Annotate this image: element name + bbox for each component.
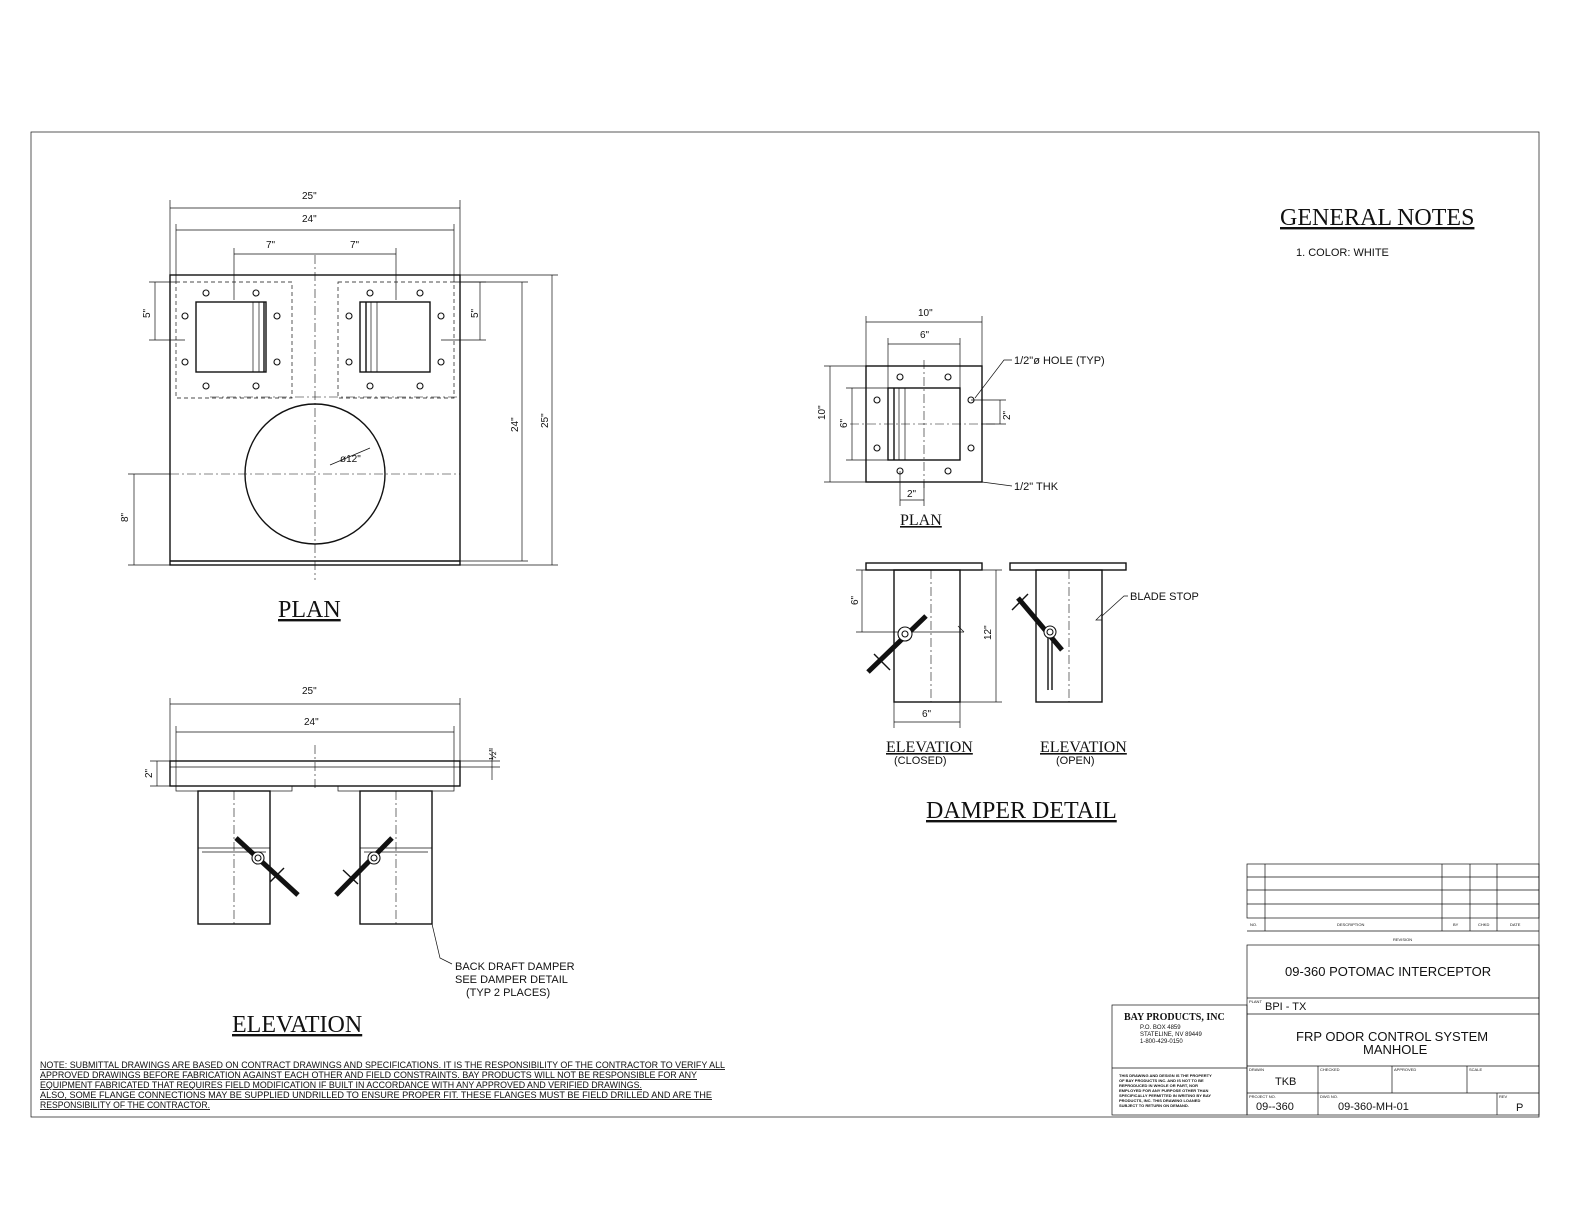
damper-closed-title: ELEVATION bbox=[886, 739, 973, 756]
submittal-note-line-3: EQUIPMENT FABRICATED THAT REQUIRES FIELD… bbox=[40, 1080, 642, 1090]
proprietary-line-5: SPECIFICALLY PERMITTED IN WRITING BY BAY bbox=[1119, 1093, 1211, 1098]
damper-plan-hole-callout: 1/2"ø HOLE (TYP) bbox=[1014, 355, 1105, 367]
elevation-damper-left bbox=[197, 790, 300, 925]
damper-closed-dim-width: 6" bbox=[922, 709, 932, 720]
scale-label: SCALE bbox=[1469, 1067, 1482, 1072]
dwg-no-label: DWG NO. bbox=[1320, 1094, 1338, 1099]
proprietary-line-1: THIS DRAWING AND DESIGN IS THE PROPERTY bbox=[1119, 1073, 1212, 1078]
company-name: BAY PRODUCTS, INC bbox=[1124, 1012, 1225, 1023]
elevation-view: 25" 24" 2" ½" BACK DRAFT DAMPER SEE DAMP… bbox=[144, 686, 575, 1038]
damper-plan-dim-bottom-spacing: 2" bbox=[907, 489, 917, 500]
plan-title: PLAN bbox=[278, 597, 341, 623]
company-address-line-3: 1-800-429-0150 bbox=[1140, 1039, 1183, 1045]
damper-elevation-closed: 6" 12" 6" ELEVATION (CLOSED) bbox=[850, 562, 1002, 767]
general-notes: GENERAL NOTES 1. COLOR: WHITE bbox=[1280, 205, 1474, 259]
plant-label: PLANT bbox=[1249, 999, 1262, 1004]
plan-dim-inner-height: 24" bbox=[510, 417, 521, 432]
rev-header-by: BY bbox=[1453, 922, 1459, 927]
proprietary-line-4: EMPLOYED FOR ANY PURPOSE OTHER THAN bbox=[1119, 1088, 1208, 1093]
damper-plan-title: PLAN bbox=[900, 512, 942, 529]
damper-closed-dim-height: 12" bbox=[983, 625, 994, 640]
plan-dim-inner-width: 24" bbox=[302, 214, 317, 225]
plan-dim-right-offset: 7" bbox=[350, 240, 360, 251]
company-address-line-1: P.O. BOX 4859 bbox=[1140, 1025, 1181, 1031]
plan-dim-overall-width: 25" bbox=[302, 191, 317, 202]
plan-dim-left-offset: 7" bbox=[266, 240, 276, 251]
damper-open-title: ELEVATION bbox=[1040, 739, 1127, 756]
dwg-no-value: 09-360-MH-01 bbox=[1338, 1101, 1409, 1113]
damper-plan-dim-width-inner: 6" bbox=[920, 330, 930, 341]
plan-dim-right-port: 5" bbox=[470, 308, 481, 318]
damper-plan-dim-width-outer: 10" bbox=[918, 308, 933, 319]
plan-dim-hole-diameter: ø12" bbox=[340, 454, 361, 465]
elevation-dim-overall-width: 25" bbox=[302, 686, 317, 697]
damper-plan-dim-height-inner: 6" bbox=[839, 418, 850, 428]
drawn-value: TKB bbox=[1275, 1076, 1296, 1088]
plan-dim-overall-height: 25" bbox=[540, 413, 551, 428]
damper-open-blade-stop: BLADE STOP bbox=[1130, 591, 1199, 603]
elevation-callout-line-1: BACK DRAFT DAMPER bbox=[455, 961, 575, 973]
title-block: NO. DESCRIPTION BY CHKD DATE REVISION 09… bbox=[1111, 863, 1540, 1116]
plan-port-right bbox=[337, 281, 455, 399]
project-title: 09-360 POTOMAC INTERCEPTOR bbox=[1285, 964, 1491, 979]
damper-plan-dim-bolt-spacing: 2" bbox=[1002, 410, 1013, 420]
damper-closed-dim-pivot: 6" bbox=[850, 595, 861, 605]
elevation-dim-inner-width: 24" bbox=[304, 717, 319, 728]
proprietary-line-2: OF BAY PRODUCTS INC. AND IS NOT TO BE bbox=[1119, 1078, 1204, 1083]
damper-detail-title: DAMPER DETAIL bbox=[926, 798, 1117, 824]
plant-value: BPI - TX bbox=[1265, 1001, 1307, 1013]
elevation-callout-line-2: SEE DAMPER DETAIL bbox=[455, 974, 568, 986]
plan-dim-left-port: 5" bbox=[142, 308, 153, 318]
proprietary-line-7: SUBJECT TO RETURN ON DEMAND. bbox=[1119, 1103, 1189, 1108]
submittal-note-line-1: NOTE: SUBMITTAL DRAWINGS ARE BASED ON CO… bbox=[40, 1060, 725, 1070]
proprietary-line-6: PRODUCTS, INC. THIS DRAWING LOANED bbox=[1119, 1098, 1200, 1103]
general-note-item: 1. COLOR: WHITE bbox=[1296, 247, 1389, 259]
submittal-note-line-4: ALSO, SOME FLANGE CONNECTIONS MAY BE SUP… bbox=[40, 1090, 712, 1100]
sheet-border bbox=[30, 131, 1540, 1118]
damper-plan: 10" 6" 10" 6" 2" 2" 1/2"ø HOLE (TYP) bbox=[817, 308, 1105, 529]
company-address-line-2: STATELINE, NV 89449 bbox=[1140, 1032, 1202, 1038]
submittal-note-line-5: RESPONSIBILITY OF THE CONTRACTOR. bbox=[40, 1100, 210, 1110]
drawing-title-line-2: MANHOLE bbox=[1363, 1042, 1428, 1057]
elevation-dim-height: 2" bbox=[144, 768, 155, 778]
rev-header-chkd: CHKD bbox=[1478, 922, 1489, 927]
project-no-value: 09--360 bbox=[1256, 1101, 1294, 1113]
damper-detail: 10" 6" 10" 6" 2" 2" 1/2"ø HOLE (TYP) bbox=[817, 308, 1199, 824]
general-notes-title: GENERAL NOTES bbox=[1280, 205, 1474, 231]
rev-value: P bbox=[1516, 1102, 1523, 1114]
rev-header-description: DESCRIPTION bbox=[1337, 922, 1364, 927]
rev-header-date: DATE bbox=[1510, 922, 1521, 927]
submittal-note-line-2: APPROVED DRAWINGS BEFORE FABRICATION AGA… bbox=[40, 1070, 697, 1080]
damper-plan-thickness-callout: 1/2" THK bbox=[1014, 481, 1059, 493]
checked-label: CHECKED bbox=[1320, 1067, 1340, 1072]
approved-label: APPROVED bbox=[1394, 1067, 1416, 1072]
elevation-damper-right bbox=[334, 790, 433, 925]
submittal-note: NOTE: SUBMITTAL DRAWINGS ARE BASED ON CO… bbox=[40, 1060, 725, 1110]
proprietary-line-3: REPRODUCED IN WHOLE OR PART, NOR bbox=[1119, 1083, 1198, 1088]
damper-plan-dim-height-outer: 10" bbox=[817, 405, 828, 420]
damper-closed-subtitle: (CLOSED) bbox=[894, 755, 947, 767]
elevation-dim-thickness: ½" bbox=[488, 748, 499, 760]
plan-dim-hole-offset: 8" bbox=[120, 512, 131, 522]
plan-round-opening bbox=[244, 403, 386, 545]
elevation-title: ELEVATION bbox=[232, 1012, 362, 1038]
rev-label: REV bbox=[1499, 1094, 1508, 1099]
project-no-label: PROJECT NO. bbox=[1249, 1094, 1276, 1099]
elevation-callout-line-3: (TYP 2 PLACES) bbox=[466, 987, 550, 999]
drawn-label: DRAWN bbox=[1249, 1067, 1264, 1072]
rev-header-no: NO. bbox=[1250, 922, 1257, 927]
plan-view: ø12" 25" 24" 7" 7" 5" 8" 5" 24" bbox=[120, 191, 558, 623]
revision-label: REVISION bbox=[1393, 937, 1412, 942]
damper-open-subtitle: (OPEN) bbox=[1056, 755, 1095, 767]
drawing-title-line-1: FRP ODOR CONTROL SYSTEM bbox=[1296, 1029, 1488, 1044]
damper-elevation-open: BLADE STOP ELEVATION (OPEN) bbox=[1009, 562, 1199, 767]
